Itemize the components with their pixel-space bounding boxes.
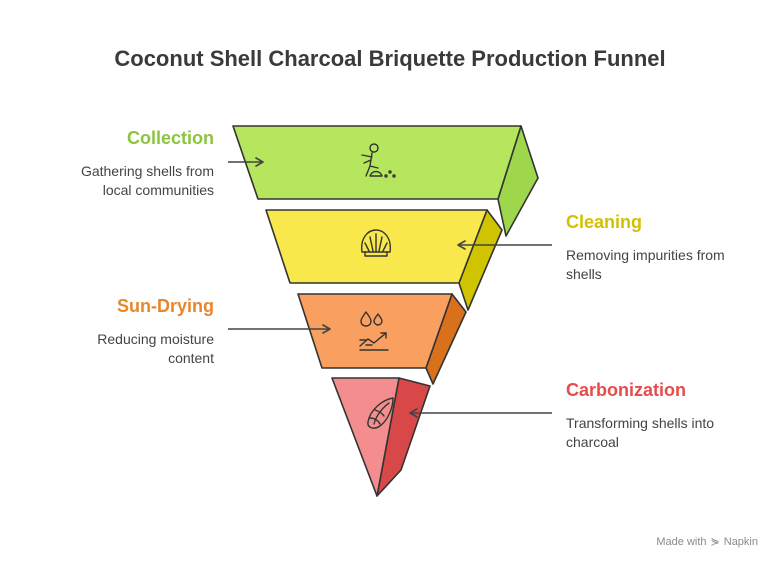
- carbonization-description-line-2: charcoal: [566, 434, 619, 450]
- sun-drying-description-line-1: Reducing moisture: [97, 331, 214, 347]
- collection-description-line-2: local communities: [102, 182, 214, 198]
- funnel-layer-carbonization: [331, 377, 431, 497]
- collection-description: Gathering shells from local communities: [40, 162, 214, 200]
- cleaning-description-line-1: Removing impurities from: [566, 247, 725, 263]
- carbonization-title: Carbonization: [566, 380, 686, 400]
- drying-icon: [359, 311, 389, 351]
- napkin-logo-icon: ⋟: [710, 536, 720, 548]
- funnel-layer-sun-drying: [297, 293, 467, 385]
- cleaning-title: Cleaning: [566, 212, 643, 232]
- cleaning-description: Removing impurities from shells: [566, 246, 766, 284]
- made-with-label: Made with: [656, 535, 707, 548]
- cleaning-description-line-2: shells: [566, 266, 602, 282]
- collection-title: Collection: [126, 128, 214, 148]
- collection-description-line-1: Gathering shells from: [80, 163, 214, 179]
- conch-icon: [367, 397, 394, 429]
- funnel-layer-cleaning: [265, 209, 503, 311]
- sun-drying-description-line-2: content: [168, 350, 214, 366]
- made-with-badge[interactable]: Made with ⋟ Napkin: [656, 535, 758, 549]
- napkin-brand-label: Napkin: [723, 535, 758, 548]
- sun-drying-description: Reducing moisture content: [40, 330, 214, 368]
- carbonization-description-line-1: Transforming shells into: [566, 415, 715, 431]
- funnel-layer-collection: [232, 125, 539, 237]
- sun-drying-title: Sun-Drying: [117, 296, 214, 316]
- carbonization-description: Transforming shells into charcoal: [566, 414, 766, 452]
- person-collecting-icon: [361, 143, 396, 178]
- shell-icon: [361, 229, 391, 257]
- diagram-title: Coconut Shell Charcoal Briquette Product…: [114, 46, 666, 71]
